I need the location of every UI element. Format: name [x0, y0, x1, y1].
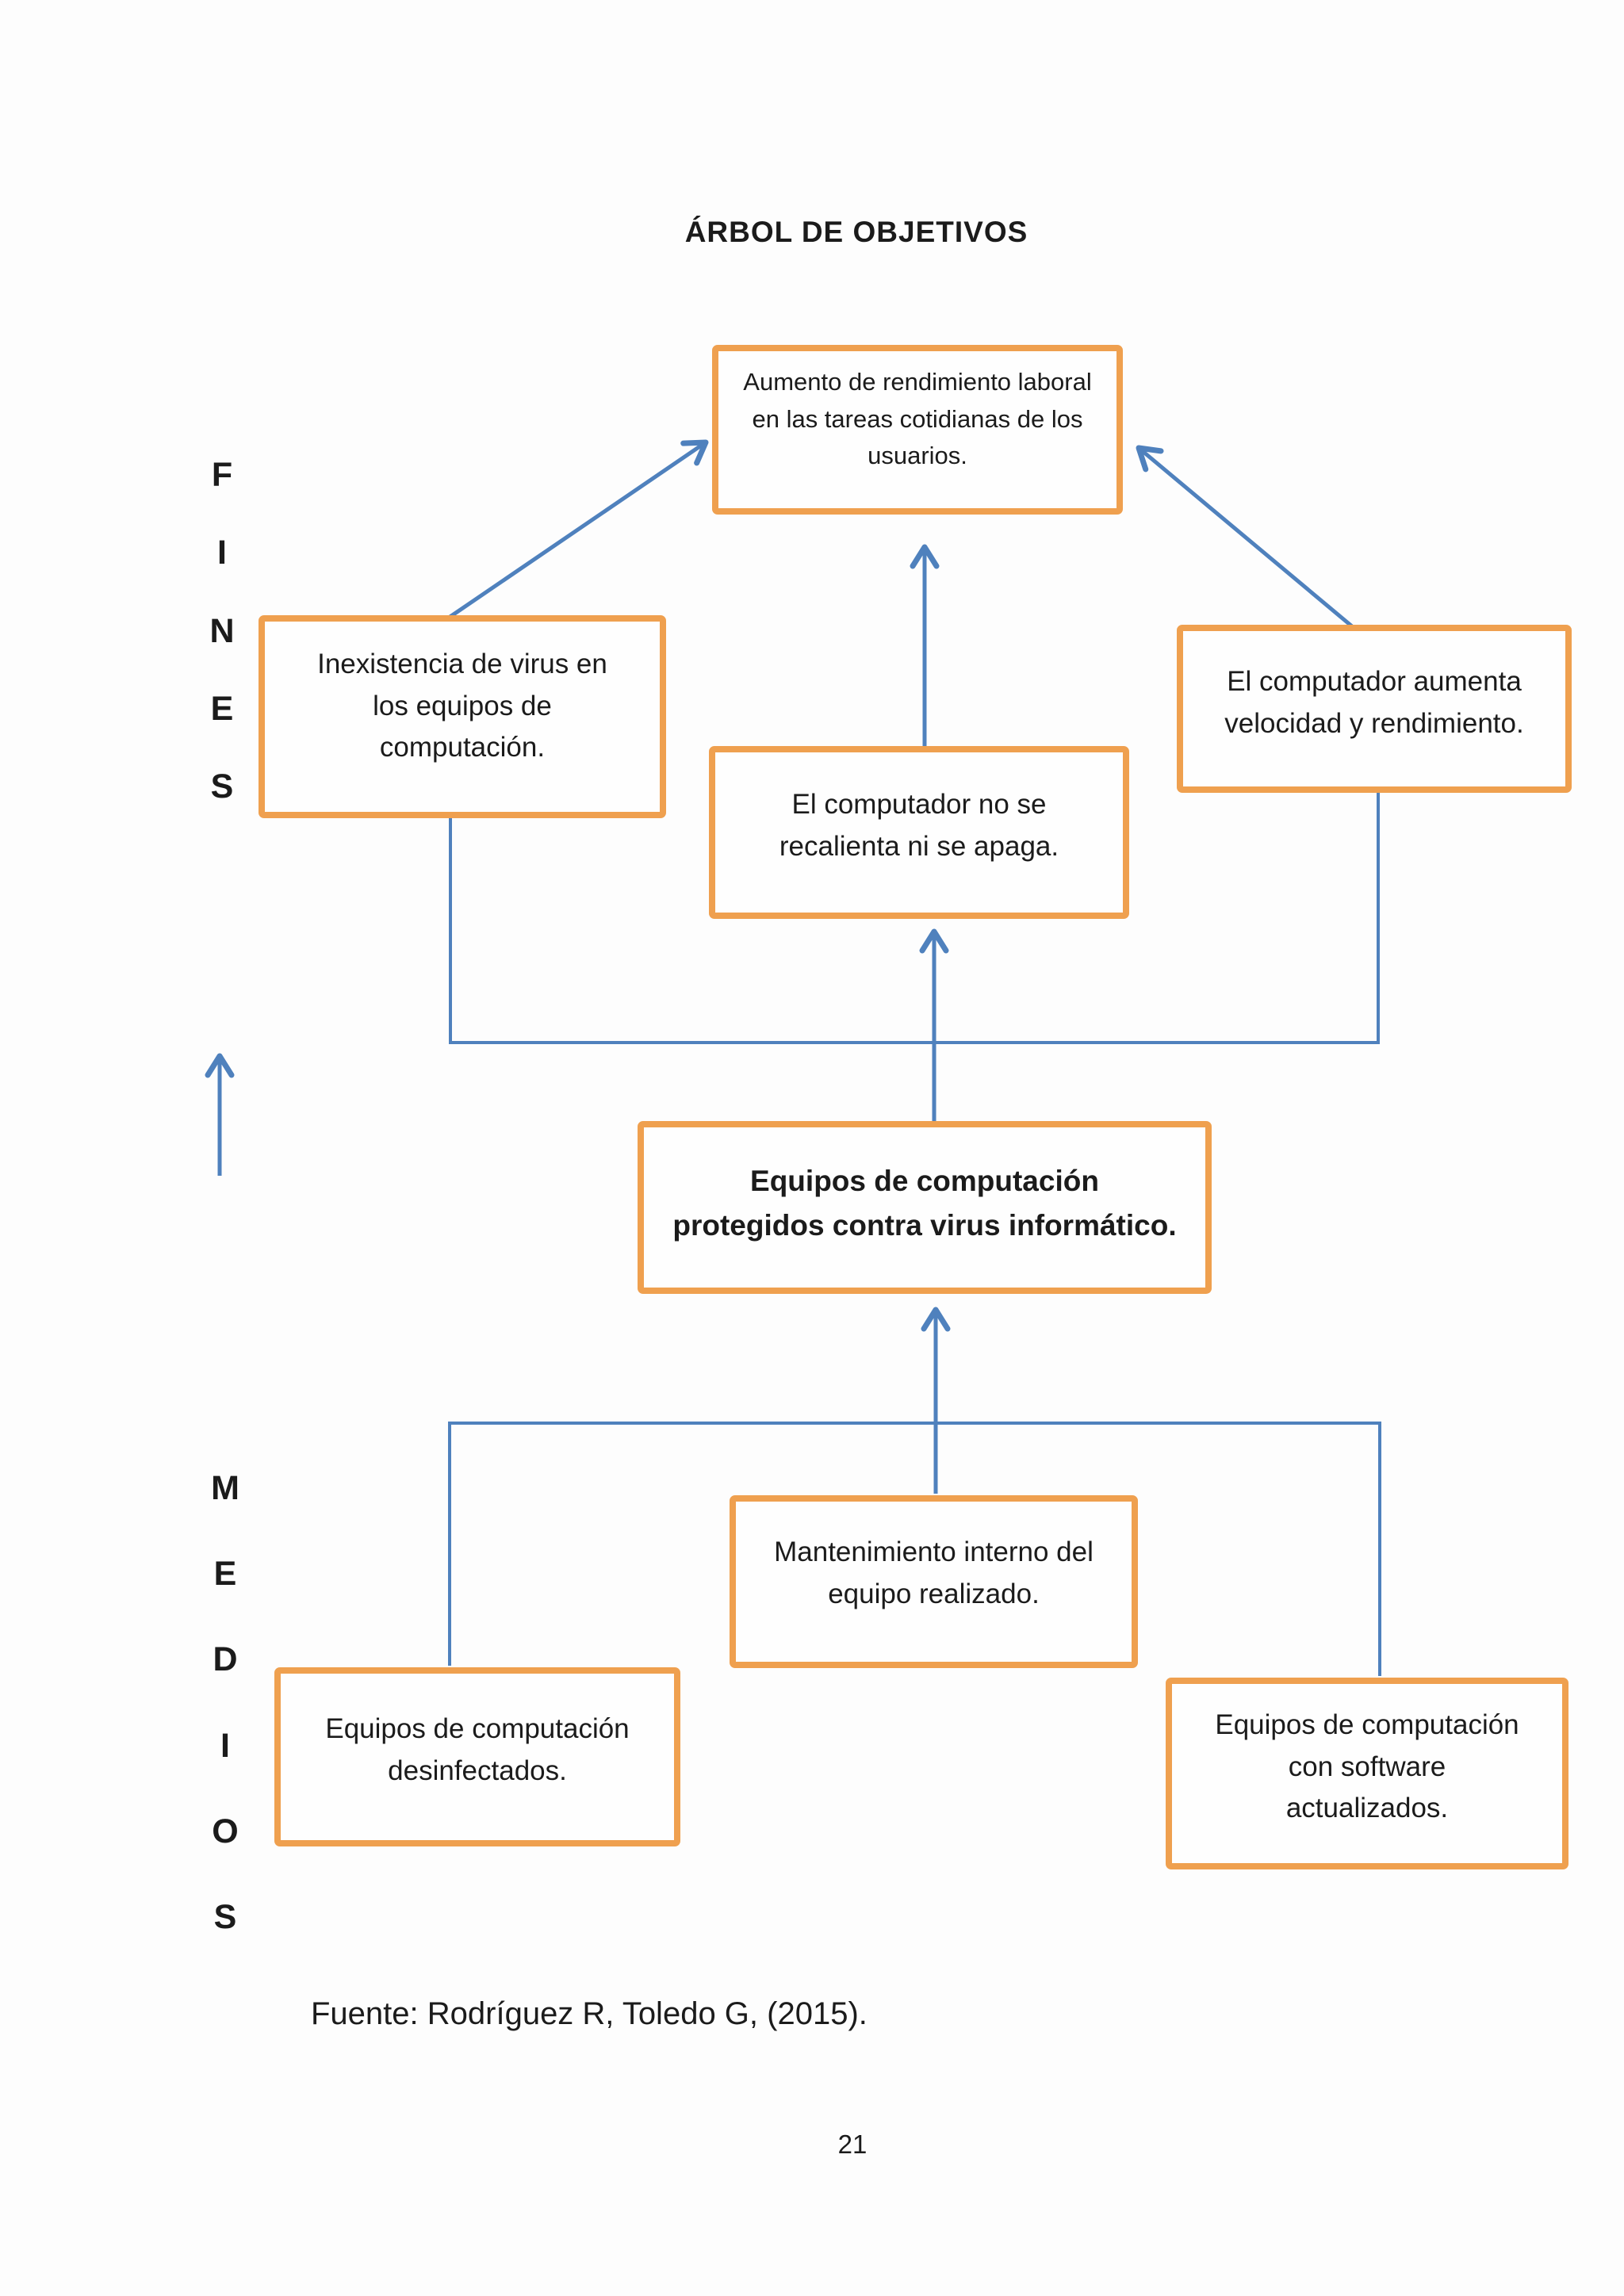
box-objective-central: Equipos de computación protegidos contra… [638, 1121, 1212, 1294]
box-goal-top: Aumento de rendimiento laboral en las ta… [712, 345, 1123, 515]
fines-letter: S [210, 767, 234, 806]
fines-letter: I [217, 534, 227, 572]
medios-letter: E [213, 1555, 237, 1594]
fines-vertical-label: F I N E S [197, 458, 247, 804]
box-medio-maintenance: Mantenimiento interno del equipo realiza… [730, 1495, 1138, 1668]
box-fine-middle: El computador no se recalienta ni se apa… [709, 746, 1129, 919]
page-number: 21 [837, 2130, 868, 2159]
fines-letter: N [209, 611, 235, 650]
fines-letter: E [210, 689, 234, 728]
box-fine-left: Inexistencia de virus en los equipos de … [259, 615, 666, 818]
page-title: ÁRBOL DE OBJETIVOS [684, 216, 1028, 248]
arrow-left-to-top-icon [447, 439, 709, 620]
medios-letter: I [220, 1726, 230, 1765]
medios-letter: O [212, 1812, 239, 1850]
fines-letter: F [211, 456, 233, 494]
source-citation: Fuente: Rodríguez R, Toledo G, (2015). [311, 1996, 868, 2031]
box-medio-left: Equipos de computación desinfectados. [274, 1667, 680, 1846]
box-medio-right: Equipos de computación con software actu… [1166, 1678, 1568, 1869]
medios-letter: D [213, 1640, 238, 1679]
arrow-right-to-top-icon [1136, 445, 1354, 628]
medios-vertical-label: M E D I O S [200, 1471, 251, 1934]
medios-letter: M [211, 1469, 239, 1507]
box-fine-right: El computador aumenta velocidad y rendim… [1177, 625, 1572, 793]
medios-letter: S [213, 1897, 237, 1936]
